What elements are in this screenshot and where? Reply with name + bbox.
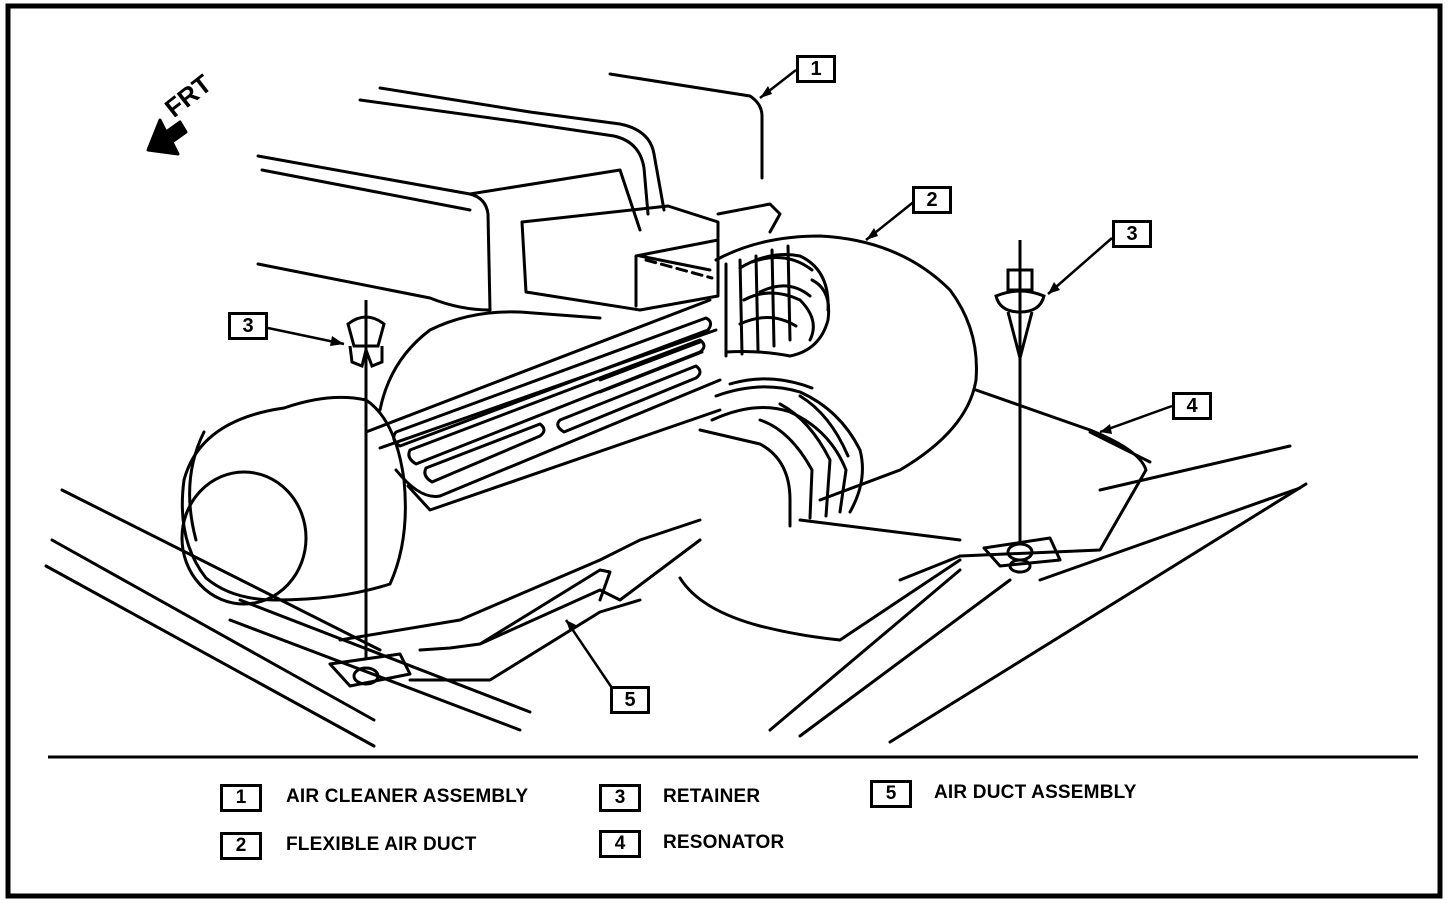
legend-number-5: 5 [870, 780, 912, 808]
legend-number-4: 4 [599, 830, 641, 858]
callout-5: 5 [610, 686, 650, 714]
callout-2: 2 [912, 186, 952, 214]
legend-number-3: 3 [599, 784, 641, 812]
retainer-left-icon [346, 300, 386, 686]
leader-arrowheads [330, 86, 1112, 632]
legend-number-2: 2 [220, 832, 262, 860]
outer-border [5, 3, 1443, 899]
retainer-right-icon [994, 240, 1046, 574]
legend-label-2: FLEXIBLE AIR DUCT [286, 834, 477, 855]
callout-1: 1 [796, 55, 836, 83]
callout-3-left: 3 [228, 312, 268, 340]
legend-number-1: 1 [220, 784, 262, 812]
callout-3-right: 3 [1112, 220, 1152, 248]
legend-label-1: AIR CLEANER ASSEMBLY [286, 786, 529, 807]
legend-label-3: RETAINER [663, 786, 761, 807]
legend-label-5: AIR DUCT ASSEMBLY [934, 782, 1137, 803]
callout-4: 4 [1172, 392, 1212, 420]
legend-label-4: RESONATOR [663, 832, 785, 853]
engine-illustration [44, 72, 1308, 748]
front-arrow-icon [146, 118, 188, 156]
